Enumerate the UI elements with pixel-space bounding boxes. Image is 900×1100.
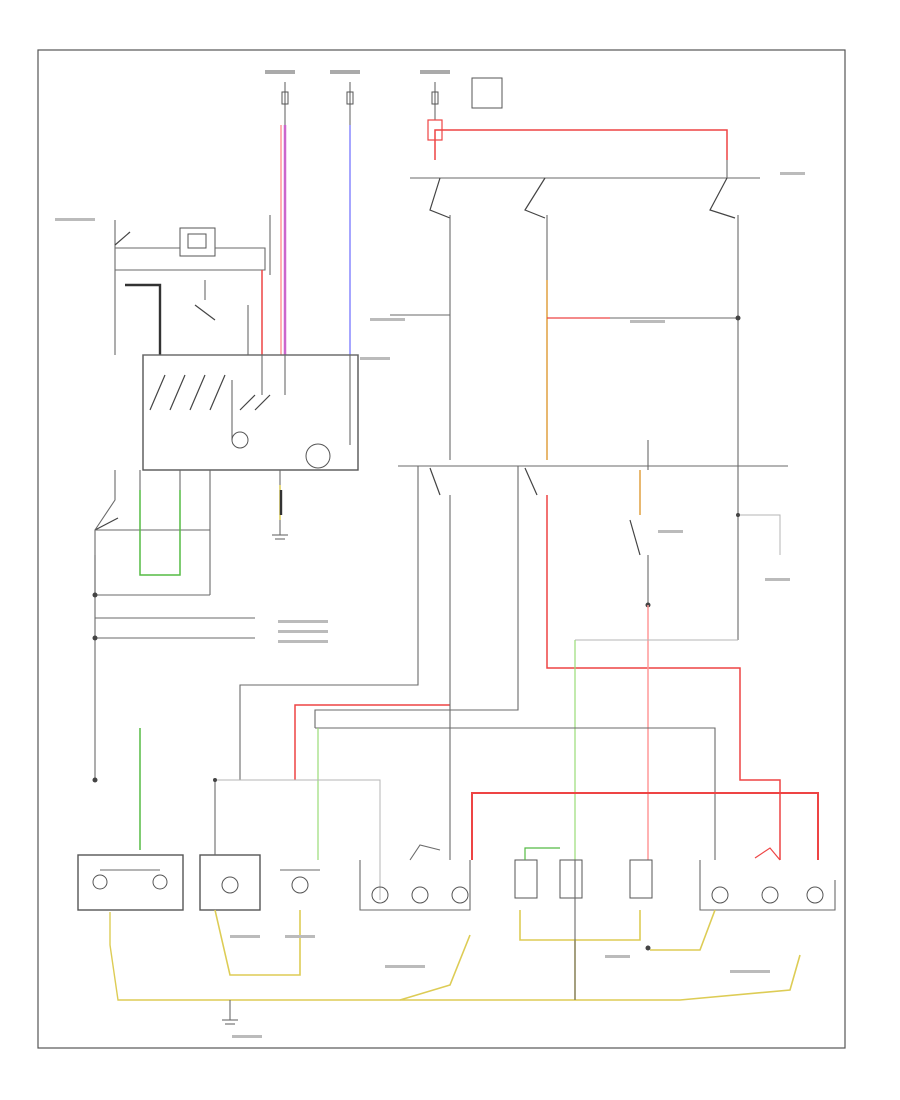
hazard-switch <box>114 215 271 355</box>
lamp-assemblies <box>77 778 836 911</box>
signal-wiring <box>139 466 819 900</box>
small-labels <box>55 70 805 1038</box>
diagram-frame <box>37 49 846 1049</box>
red-top-wire <box>434 129 728 160</box>
turn-signal-switch <box>92 470 255 783</box>
feed-wires <box>280 119 728 355</box>
switch-bus <box>410 160 760 470</box>
ground-wiring <box>109 860 801 1025</box>
relay-ground <box>272 485 288 540</box>
fuse-feeds <box>281 77 503 125</box>
stop-light-bus <box>390 230 788 640</box>
flasher-relay <box>142 354 359 485</box>
